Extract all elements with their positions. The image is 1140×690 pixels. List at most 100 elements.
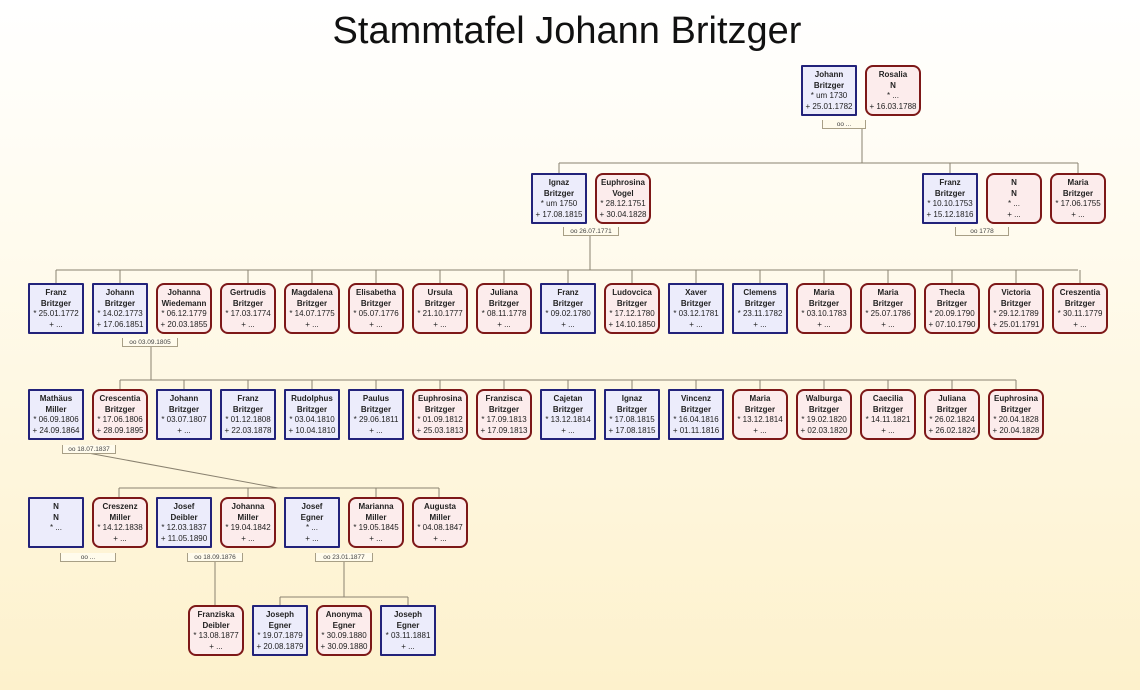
person-last: Britzger — [1000, 298, 1032, 308]
person-first: Franz — [237, 394, 259, 403]
person-died: + 10.04.1810 — [288, 425, 336, 435]
person-last: Britzger — [488, 404, 520, 414]
person-first: Cajetan — [553, 394, 583, 403]
person-first: Johann — [105, 288, 135, 297]
person-born: * 17.03.1774 — [225, 309, 271, 318]
marriage-label: oo 03.09.1805 — [122, 338, 178, 347]
person-born: * 13.12.1814 — [545, 415, 591, 424]
person-born: * 17.09.1813 — [481, 415, 527, 424]
person-born: * 14.11.1821 — [865, 415, 911, 424]
person-born: * 19.02.1820 — [801, 415, 847, 424]
person-born: * 30.11.1779 — [1057, 309, 1103, 318]
person-last: Miller — [109, 512, 131, 522]
person-first: Vincenz — [680, 394, 712, 403]
person-died: + 22.03.1878 — [224, 425, 272, 435]
person-born: * 19.07.1879 — [257, 631, 303, 640]
person-last: Britzger — [360, 298, 392, 308]
person-last: Miller — [237, 512, 259, 522]
connector — [87, 452, 440, 497]
person-first: Ludovcica — [612, 288, 652, 297]
person-last: Miller — [45, 404, 67, 414]
person-first: Ignaz — [548, 178, 570, 187]
person-died: + ... — [561, 425, 575, 435]
person-died: + ... — [369, 425, 383, 435]
person-last: Britzger — [813, 80, 845, 90]
person-died: + 20.08.1879 — [256, 641, 304, 651]
person-last: Britzger — [296, 298, 328, 308]
person-died: + 02.03.1820 — [800, 425, 848, 435]
marriage-label: oo 18.07.1837 — [62, 445, 116, 454]
person-died: + 14.10.1850 — [608, 319, 656, 329]
person-died: + 30.04.1828 — [599, 209, 647, 219]
person-last: Britzger — [1062, 188, 1094, 198]
person-first: Mathäus — [39, 394, 73, 403]
person-first: Creszenz — [102, 502, 138, 511]
person-born: * 13.08.1877 — [193, 631, 239, 640]
person-last: Britzger — [934, 188, 966, 198]
person-died: + ... — [369, 533, 383, 543]
person-died: + ... — [241, 533, 255, 543]
person-last: Egner — [332, 620, 356, 630]
connector — [214, 560, 409, 605]
person-last: Britzger — [168, 404, 200, 414]
person-last: Miller — [429, 512, 451, 522]
person-last: Britzger — [1064, 298, 1096, 308]
person-first: Anonyma — [325, 610, 363, 619]
person-born: * 16.04.1816 — [673, 415, 719, 424]
person-died: + 20.03.1855 — [160, 319, 208, 329]
person-first: Clemens — [743, 288, 777, 297]
person-born: * ... — [886, 91, 899, 100]
